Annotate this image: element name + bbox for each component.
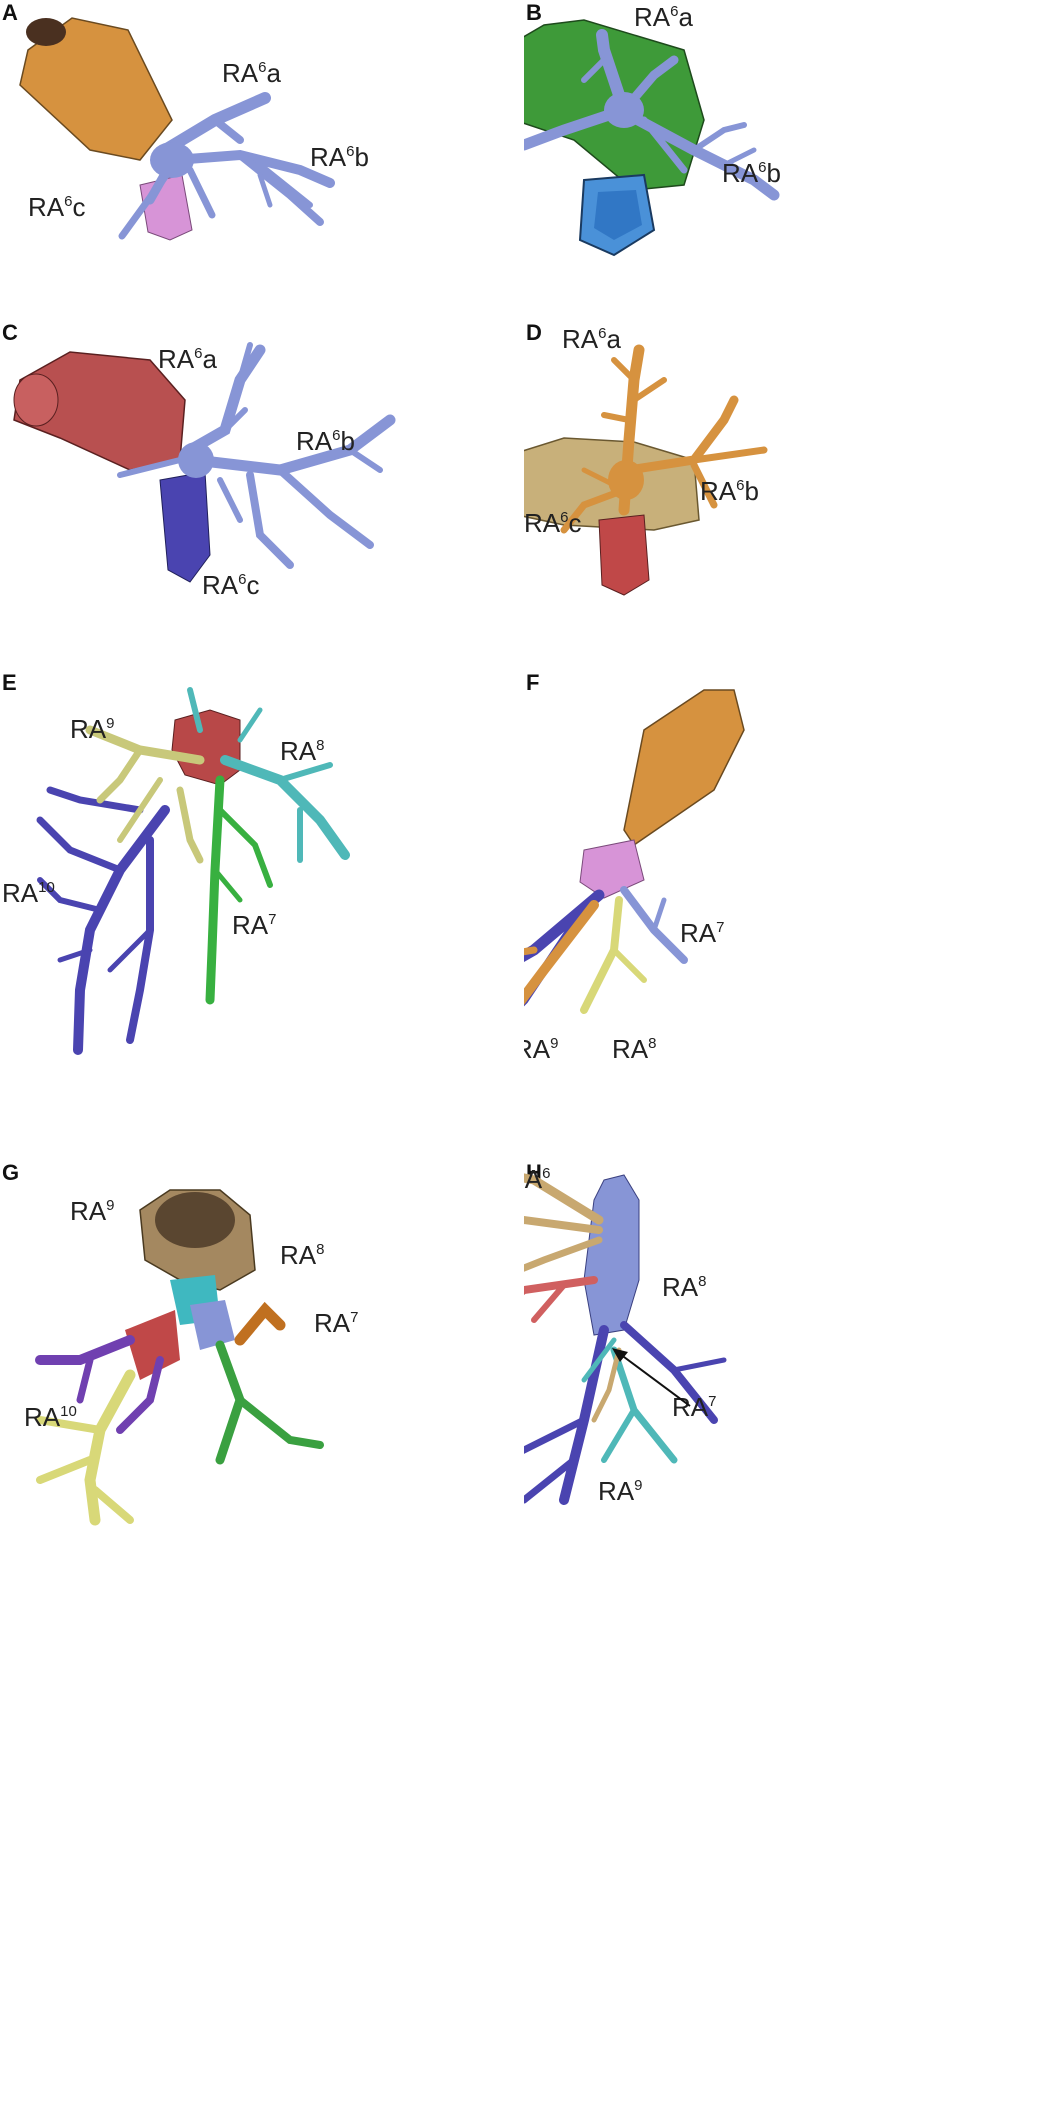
label-ra6b: RA6b <box>296 426 355 456</box>
panel-d-rendering <box>524 344 768 596</box>
vessel-blue-segment <box>190 1300 235 1350</box>
label-ra6b: RA6b <box>722 158 781 188</box>
panel-label-e: E <box>2 670 17 695</box>
panel-label-a: A <box>2 0 18 25</box>
label-ra6a: RA6a <box>158 344 217 374</box>
panel-e: E <box>0 670 524 1197</box>
vessel-red-segment <box>598 514 650 596</box>
panel-b-rendering <box>524 19 780 257</box>
panel-a-rendering <box>19 17 335 241</box>
label-ra10: RA10 <box>24 1402 77 1432</box>
pointer-arrow <box>612 1348 691 1407</box>
label-ra6a: RA6a <box>222 58 281 88</box>
label-ra6: RA6 <box>524 1164 551 1194</box>
panel-c: C RA6a RA6b RA6c <box>0 320 524 847</box>
label-ra6c: RA6c <box>524 508 582 538</box>
label-ra8: RA8 <box>612 1034 657 1064</box>
label-ra6b: RA6b <box>700 476 759 506</box>
vessel-pink-segment <box>579 839 645 899</box>
panel-e-rendering <box>36 687 350 1055</box>
label-ra6a: RA6a <box>562 324 621 354</box>
panel-g: G RA9 RA8 RA7 RA10 <box>0 1160 524 1687</box>
label-ra9: RA9 <box>524 1034 559 1064</box>
label-ra7: RA7 <box>232 910 277 940</box>
vessel-trunk-blue <box>583 1174 640 1336</box>
label-ra8: RA8 <box>280 736 325 766</box>
label-ra8: RA8 <box>662 1272 707 1302</box>
panel-label-b: B <box>526 0 542 25</box>
vessel-red-segment <box>125 1310 180 1380</box>
label-ra10: RA10 <box>2 878 55 908</box>
panel-a: A RA6a RA6b RA6c <box>0 0 524 527</box>
panel-label-f: F <box>526 670 540 695</box>
panel-h-rendering <box>524 1173 727 1505</box>
label-ra9: RA9 <box>70 714 115 744</box>
panel-c-rendering <box>13 342 396 583</box>
panel-label-c: C <box>2 320 18 345</box>
panel-f: F RA10 RA7 RA9 RA8 <box>524 670 1048 1197</box>
label-ra7: RA7 <box>680 918 725 948</box>
label-ra9: RA9 <box>598 1476 643 1506</box>
label-ra8: RA8 <box>280 1240 325 1270</box>
panel-label-g: G <box>2 1160 20 1185</box>
vessel-pink-segment <box>139 174 193 241</box>
panel-g-rendering <box>35 1189 324 1526</box>
label-ra6b: RA6b <box>310 142 369 172</box>
label-ra6a: RA6a <box>634 2 693 32</box>
panel-label-d: D <box>526 320 542 345</box>
panel-d: D RA6a RA6b RA6c <box>524 320 1048 847</box>
label-ra7: RA7 <box>314 1308 359 1338</box>
label-ra9: RA9 <box>70 1196 115 1226</box>
label-ra6c: RA6c <box>28 192 86 222</box>
vessel-trunk-orange <box>623 689 745 847</box>
panel-h: H RA6 RA* RA8 RA7 RA10 RA9 <box>524 1160 1048 1687</box>
panel-b: B RA6a RA6c RA6b <box>524 0 1048 527</box>
vessel-dark-blue-segment <box>159 471 211 583</box>
vessel-opening <box>26 18 66 46</box>
vessel-trunk-red <box>171 709 241 786</box>
label-ra6c: RA6c <box>202 570 260 600</box>
panel-f-rendering <box>524 689 745 1014</box>
vessel-trunk-orange <box>19 17 173 161</box>
